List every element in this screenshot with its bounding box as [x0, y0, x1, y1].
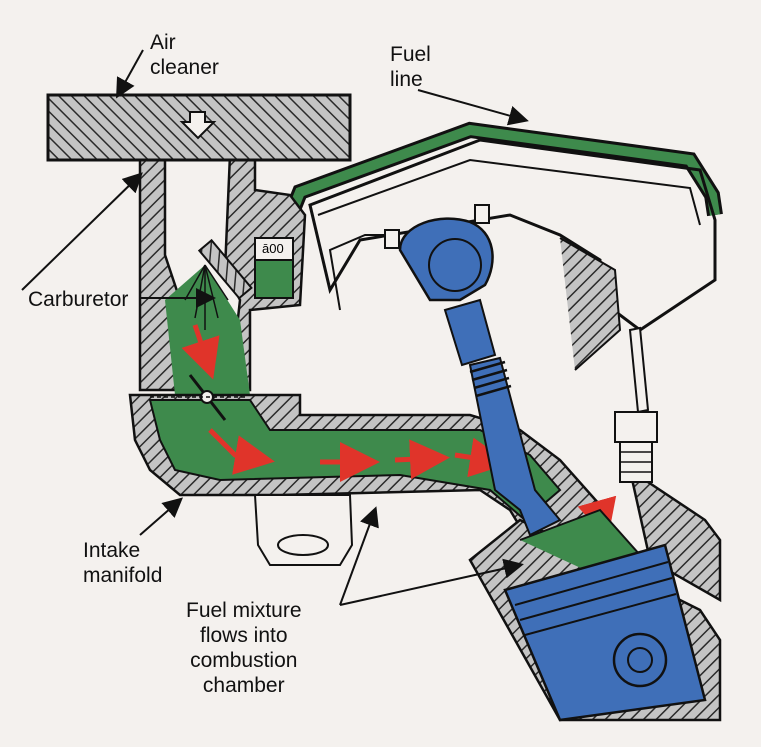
piston: [503, 543, 707, 722]
air-cleaner: [46, 93, 352, 162]
spark-plug: [614, 326, 658, 483]
label-fuel-line: Fuel line: [390, 43, 431, 91]
cylinder-head: [308, 138, 717, 371]
fuel-line: [284, 121, 723, 217]
bowl-mark: ā00: [262, 241, 284, 256]
intake-valve-assembly: [384, 204, 562, 537]
label-intake-manifold: Intake manifold: [83, 539, 163, 587]
label-air-cleaner: Air cleaner: [150, 31, 219, 79]
leader-lines: [21, 49, 529, 606]
label-fuel-mixture: Fuel mixture flows into combustion chamb…: [186, 599, 302, 697]
label-carburetor: Carburetor: [28, 288, 129, 311]
